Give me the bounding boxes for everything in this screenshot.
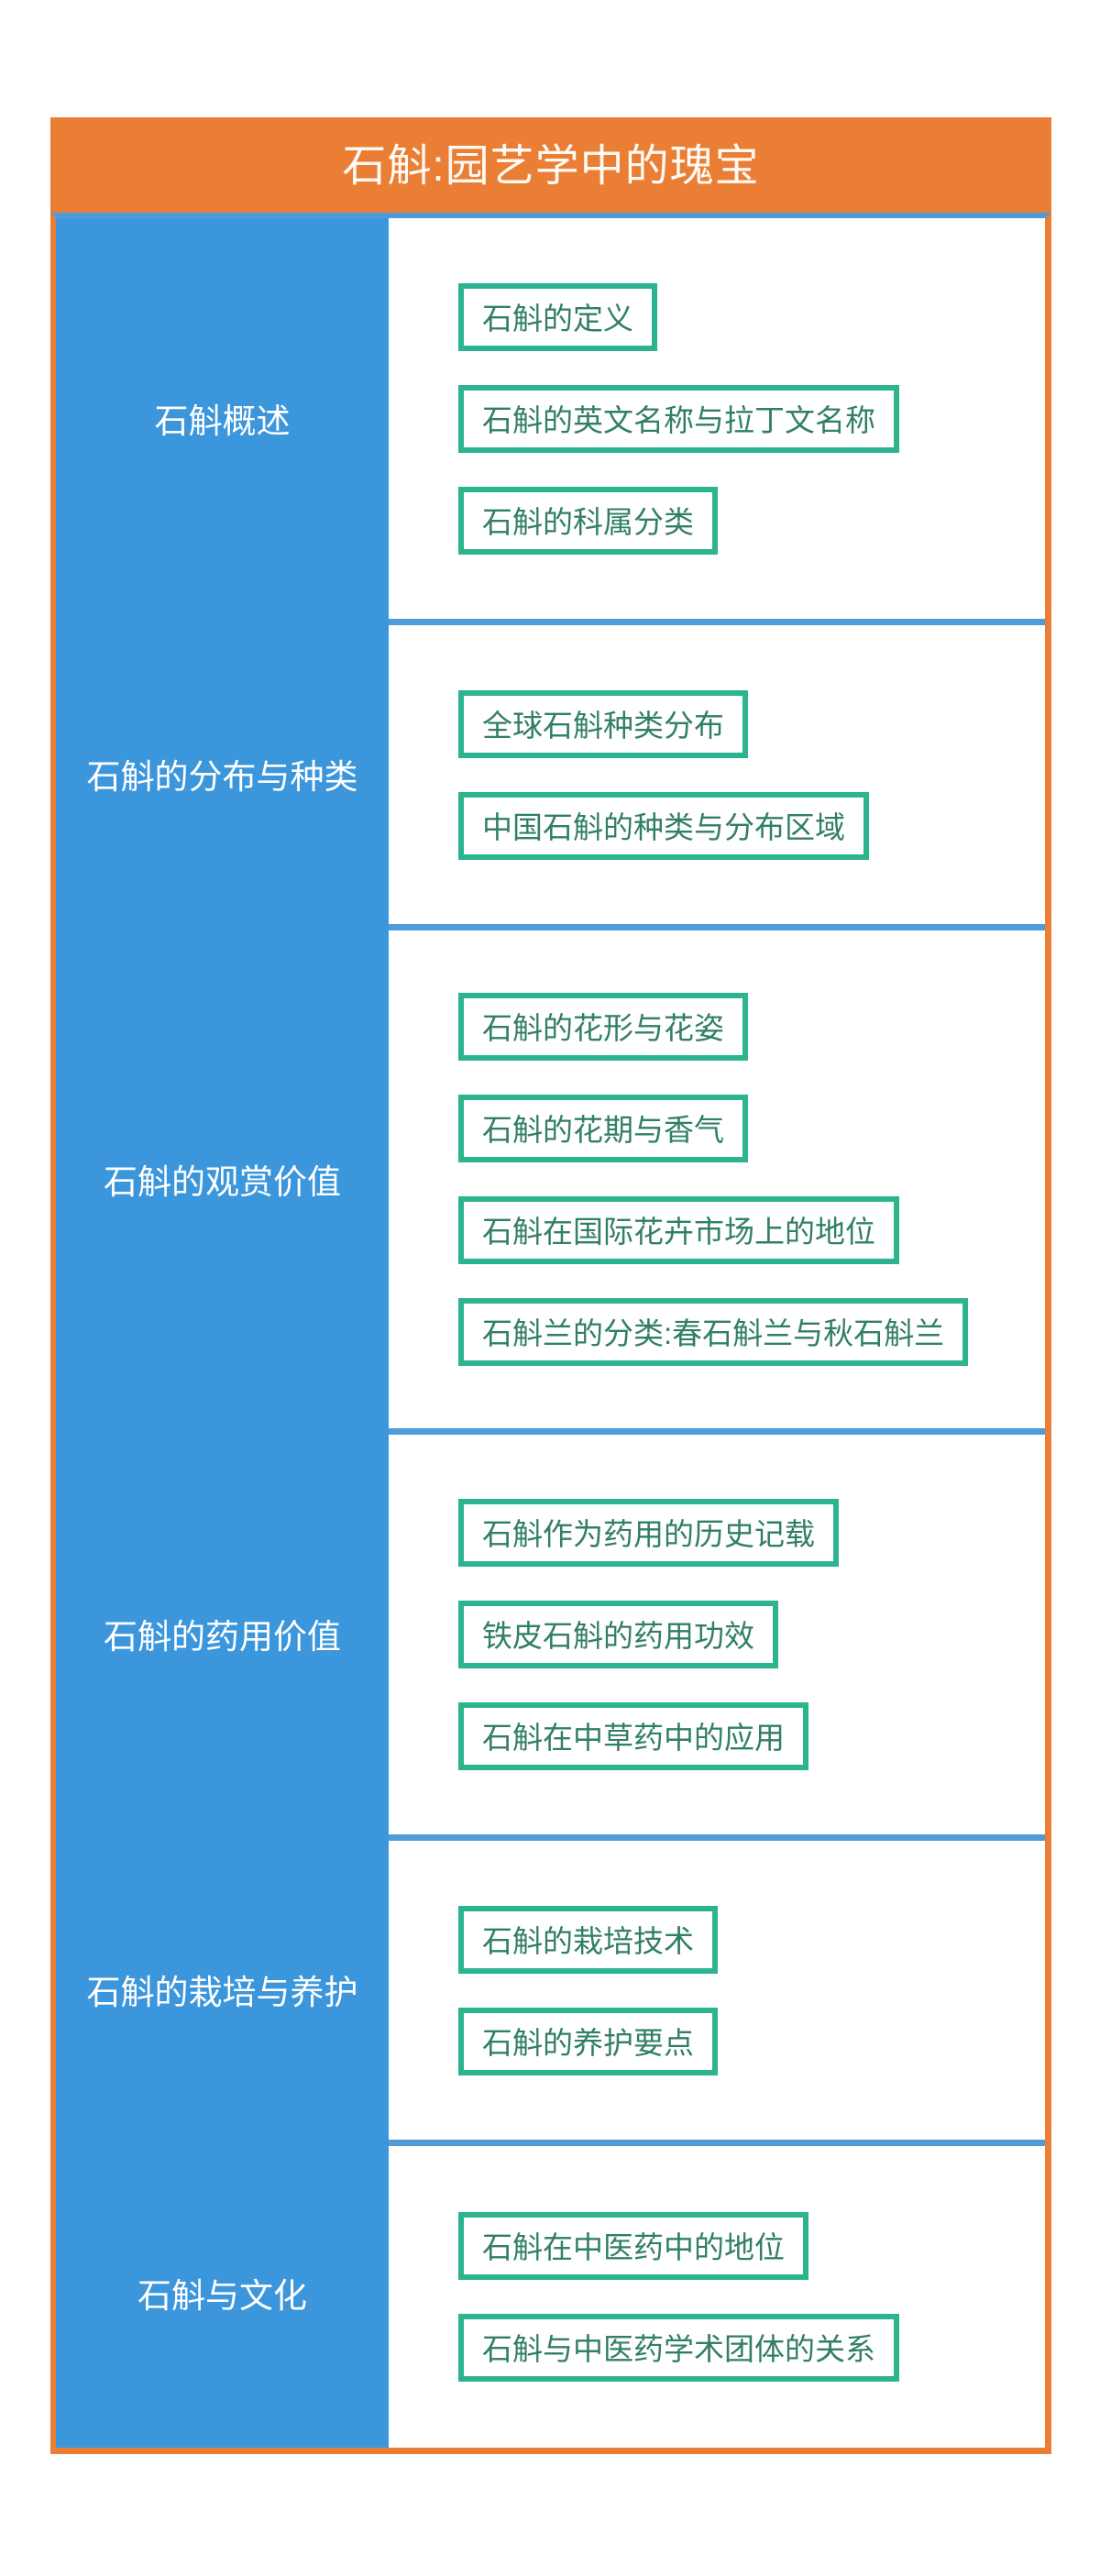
section-divider [389,619,1045,625]
leaf-topic[interactable]: 石斛的花形与花姿 [458,993,748,1061]
branch-topic-label: 石斛的观赏价值 [104,1162,341,1201]
leaf-topic[interactable]: 石斛的英文名称与拉丁文名称 [458,384,899,453]
page-title: 石斛:园艺学中的瑰宝 [342,142,760,191]
leaf-column: 石斛的定义 石斛的英文名称与拉丁文名称 石斛的科属分类 全球石斛种类分布 中国石… [389,218,1045,2448]
branch-topic-label: 石斛的药用价值 [104,1618,341,1657]
branch-topic-label: 石斛的分布与种类 [86,758,358,797]
leaf-topic[interactable]: 石斛兰的分类:春石斛兰与秋石斛兰 [458,1298,969,1366]
root-topic[interactable]: 石斛:园艺学中的瑰宝 [50,117,1051,213]
leaf-topic[interactable]: 石斛的栽培技术 [458,1905,718,1974]
branch-topic-overview[interactable]: 石斛概述 [56,218,389,625]
branch-column: 石斛概述 石斛的分布与种类 石斛的观赏价值 石斛的药用价值 石斛的栽培与养护 石… [56,218,389,2448]
leaf-topic[interactable]: 石斛的科属分类 [458,486,718,555]
mindmap: 石斛:园艺学中的瑰宝 石斛概述 石斛的分布与种类 石斛的观赏价值 石斛的药用价值… [50,117,1051,2454]
section-divider [389,1834,1045,1841]
leaf-topic[interactable]: 石斛的养护要点 [458,2007,718,2075]
branch-topic-medicinal-value[interactable]: 石斛的药用价值 [56,1435,389,1841]
leaf-topic[interactable]: 石斛的花期与香气 [458,1095,748,1162]
section-divider [389,1428,1045,1435]
leaf-topic[interactable]: 石斛作为药用的历史记载 [458,1499,839,1567]
leaf-topic[interactable]: 石斛的定义 [458,282,657,351]
section-cultivation: 石斛的栽培技术 石斛的养护要点 [389,1841,1045,2140]
section-distribution: 全球石斛种类分布 中国石斛的种类与分布区域 [389,625,1045,924]
leaf-topic[interactable]: 石斛在中草药中的应用 [458,1702,808,1770]
leaf-topic[interactable]: 铁皮石斛的药用功效 [458,1601,778,1668]
branch-topic-cultivation[interactable]: 石斛的栽培与养护 [56,1841,389,2146]
branch-topic-label: 石斛概述 [154,402,291,440]
section-ornamental-value: 石斛的花形与花姿 石斛的花期与香气 石斛在国际花卉市场上的地位 石斛兰的分类:春… [389,930,1045,1428]
leaf-topic[interactable]: 石斛在国际花卉市场上的地位 [458,1196,899,1264]
section-divider [389,2140,1045,2146]
branch-topic-distribution[interactable]: 石斛的分布与种类 [56,625,389,930]
leaf-topic[interactable]: 中国石斛的种类与分布区域 [458,791,869,860]
branch-topic-label: 石斛与文化 [138,2277,307,2316]
mindmap-body: 石斛概述 石斛的分布与种类 石斛的观赏价值 石斛的药用价值 石斛的栽培与养护 石… [50,213,1051,2454]
branch-topic-culture[interactable]: 石斛与文化 [56,2146,389,2448]
section-medicinal-value: 石斛作为药用的历史记载 铁皮石斛的药用功效 石斛在中草药中的应用 [389,1435,1045,1834]
leaf-topic[interactable]: 石斛与中医药学术团体的关系 [458,2314,899,2382]
leaf-topic[interactable]: 全球石斛种类分布 [458,689,748,758]
section-divider [389,924,1045,930]
leaf-topic[interactable]: 石斛在中医药中的地位 [458,2212,808,2280]
branch-topic-label: 石斛的栽培与养护 [86,1974,358,2012]
branch-topic-ornamental-value[interactable]: 石斛的观赏价值 [56,930,389,1435]
section-culture: 石斛在中医药中的地位 石斛与中医药学术团体的关系 [389,2146,1045,2448]
section-overview: 石斛的定义 石斛的英文名称与拉丁文名称 石斛的科属分类 [389,218,1045,619]
